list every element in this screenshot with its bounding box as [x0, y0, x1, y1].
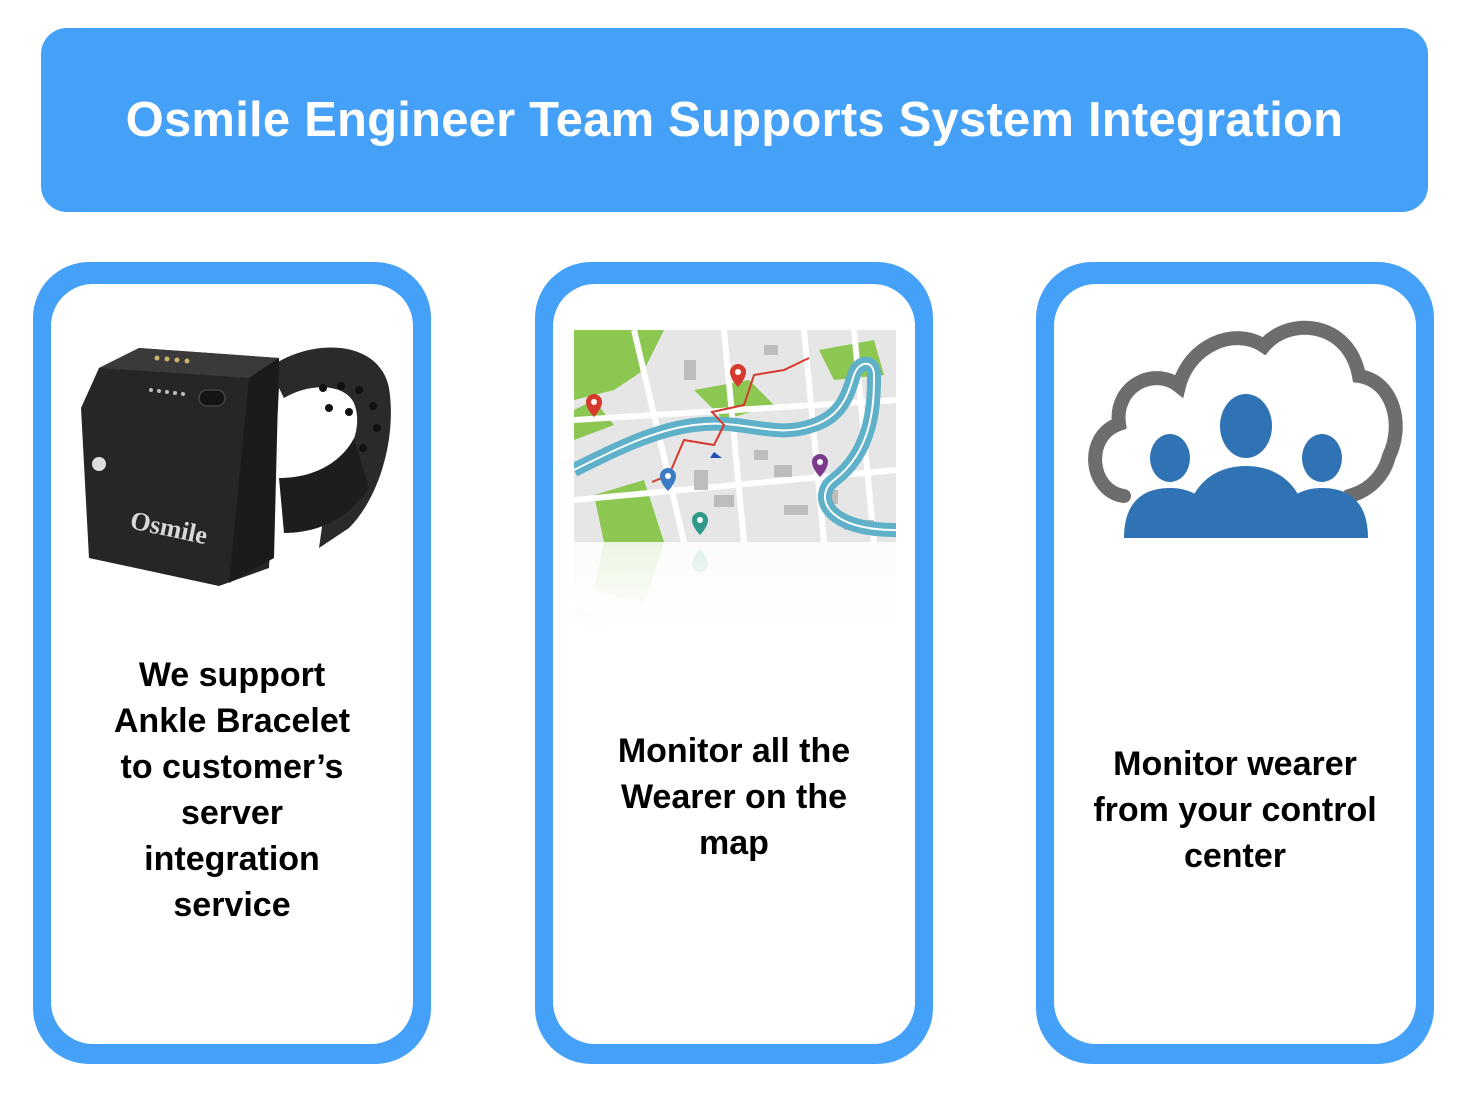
map-image — [574, 330, 896, 630]
card-text-line: Monitor all the — [617, 732, 851, 770]
card-text: Monitor wearer from your control center — [1064, 741, 1406, 879]
cloud-users-icon — [1088, 320, 1403, 538]
card-text: Monitor all the Wearer on the map — [563, 728, 905, 866]
card-text: We support Ankle Bracelet to customer’s … — [61, 652, 403, 928]
card-text-line: to customer’s — [120, 748, 344, 786]
ankle-bracelet-image: Osmile — [81, 347, 391, 586]
card-text-line: from your control — [1093, 791, 1377, 829]
card-map: Monitor all the Wearer on the map — [535, 262, 933, 1064]
card-text-line: We support — [138, 656, 326, 694]
card-inner: Osmile We support Ankle Bracelet to cust… — [51, 284, 413, 1044]
card-text-line: server — [180, 794, 284, 832]
card-text-line: Ankle Bracelet — [113, 702, 351, 740]
card-text-line: service — [173, 886, 291, 924]
title-banner: Osmile Engineer Team Supports System Int… — [41, 28, 1428, 212]
card-text-line: integration — [144, 840, 320, 878]
card-text-line: Wearer on the — [620, 778, 848, 816]
card-inner: Monitor wearer from your control center — [1054, 284, 1416, 1044]
card-text-line: map — [699, 824, 769, 862]
card-inner: Monitor all the Wearer on the map — [553, 284, 915, 1044]
card-text-line: Monitor wearer — [1113, 745, 1357, 783]
card-control-center: Monitor wearer from your control center — [1036, 262, 1434, 1064]
card-text-line: center — [1183, 837, 1287, 875]
page-title: Osmile Engineer Team Supports System Int… — [125, 93, 1344, 147]
card-ankle-bracelet: Osmile We support Ankle Bracelet to cust… — [33, 262, 431, 1064]
